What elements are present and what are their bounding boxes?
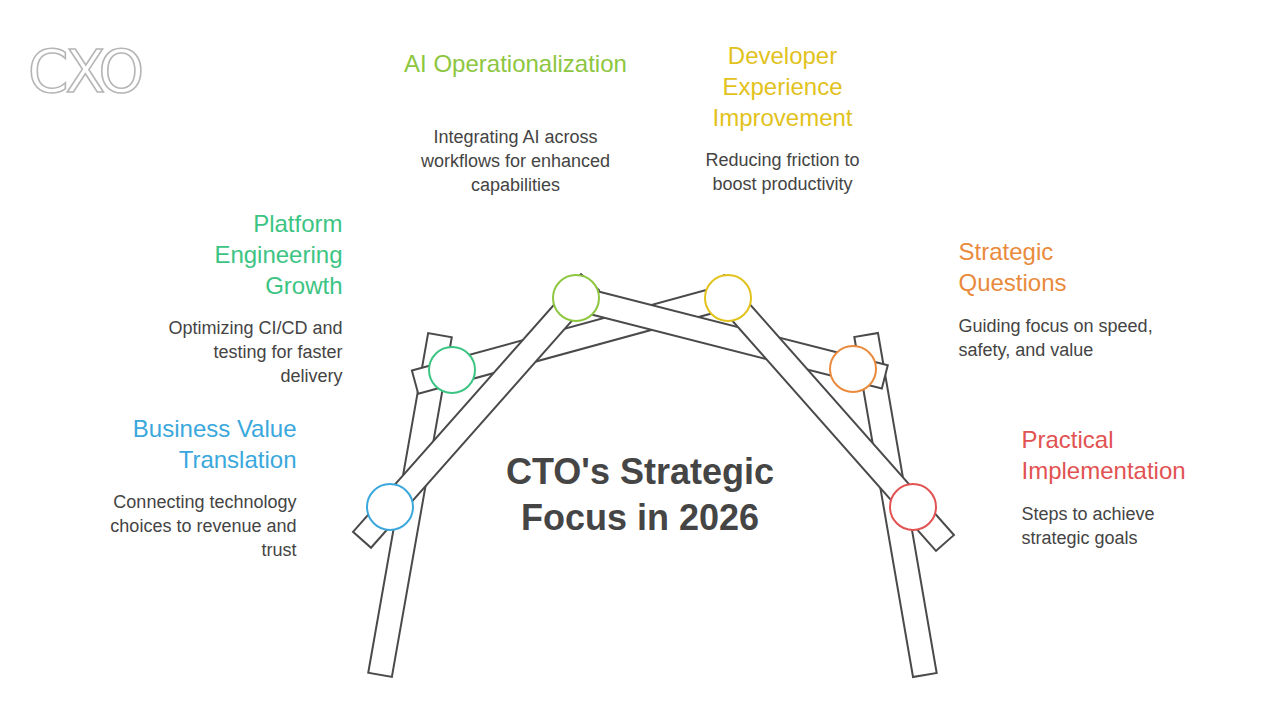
focus-heading: Practical Implementation <box>1022 424 1217 486</box>
focus-heading: AI Operationalization <box>402 48 630 79</box>
focus-circle: Practical ImplementationSteps to achieve… <box>889 483 937 531</box>
focus-circle: AI OperationalizationIntegrating AI acro… <box>552 274 600 322</box>
focus-description: Optimizing CI/CD and testing for faster … <box>148 316 343 388</box>
focus-heading: Business Value Translation <box>97 413 297 475</box>
focus-description: Reducing friction to boost productivity <box>692 148 874 196</box>
focus-circle: Developer Experience ImprovementReducing… <box>704 274 752 322</box>
focus-heading: Developer Experience Improvement <box>698 40 868 133</box>
focus-description: Connecting technology choices to revenue… <box>82 490 297 562</box>
focus-description: Integrating AI across workflows for enha… <box>408 125 623 197</box>
diagram-title: CTO's Strategic Focus in 2026 <box>490 449 790 541</box>
focus-description: Guiding focus on speed, safety, and valu… <box>959 314 1174 362</box>
focus-heading: Platform Engineering Growth <box>193 208 343 301</box>
focus-description: Steps to achieve strategic goals <box>1022 502 1187 550</box>
focus-circle: Business Value TranslationConnecting tec… <box>366 483 414 531</box>
focus-heading: Strategic Questions <box>959 236 1099 298</box>
focus-circle: Strategic QuestionsGuiding focus on spee… <box>829 345 877 393</box>
logo-watermark: CXO <box>28 42 141 102</box>
focus-circle: Platform Engineering GrowthOptimizing CI… <box>428 346 476 394</box>
